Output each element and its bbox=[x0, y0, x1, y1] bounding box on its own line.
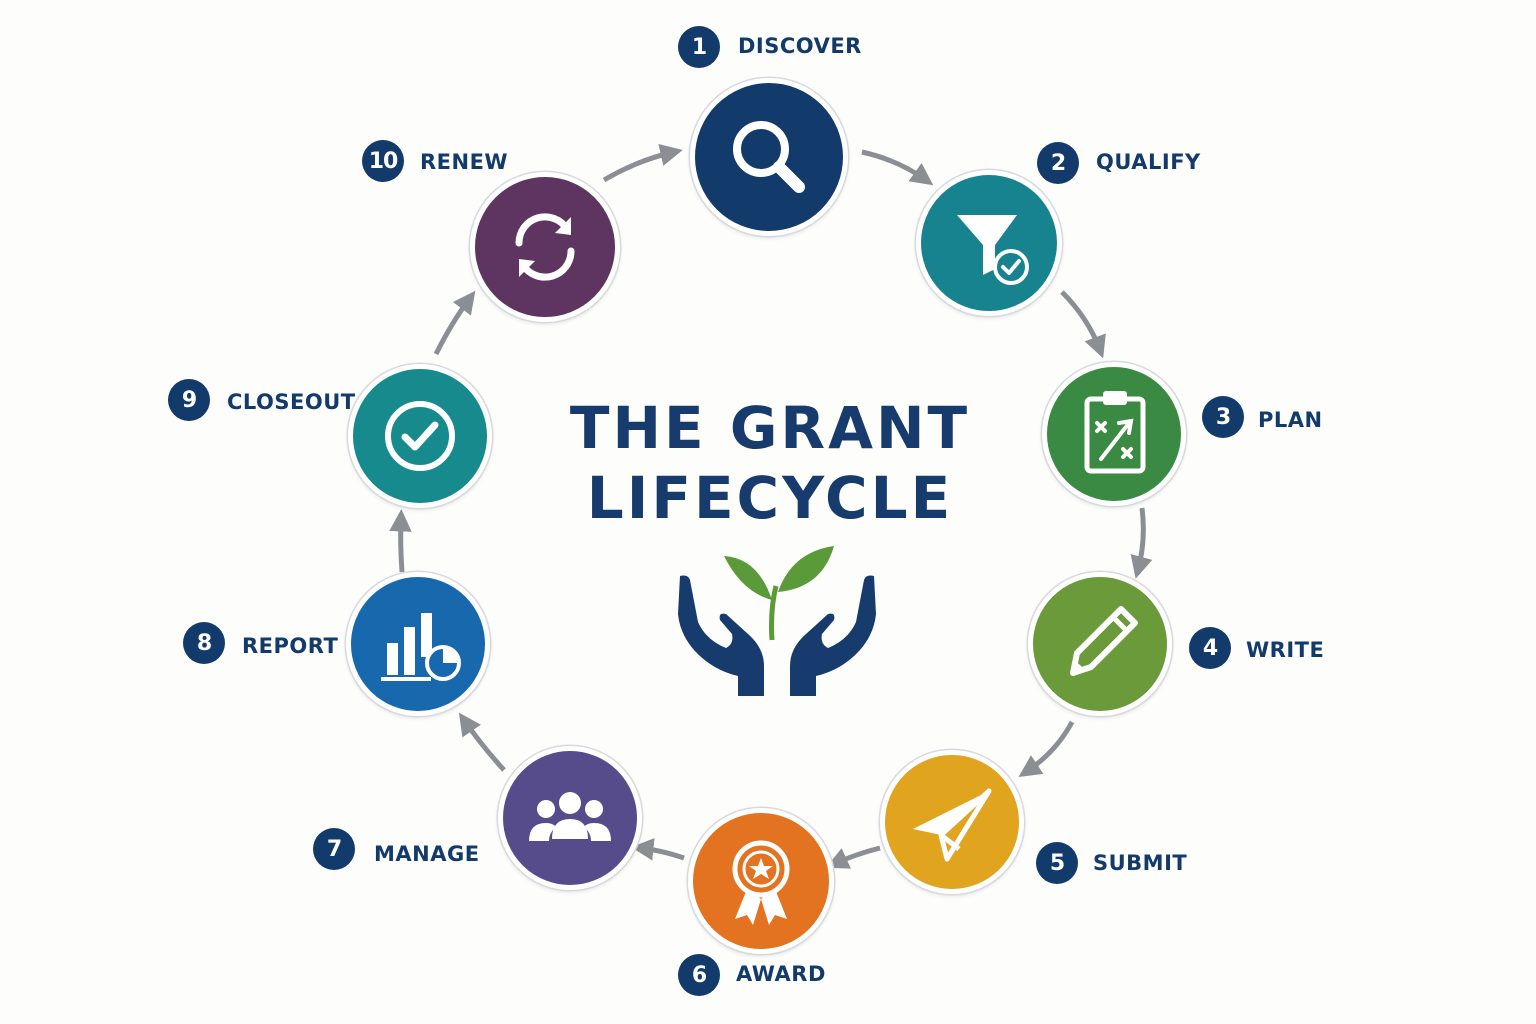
title-line-2: LIFECYCLE bbox=[586, 464, 954, 532]
step-submit[interactable] bbox=[880, 750, 1024, 894]
step-number-6: 6 bbox=[678, 954, 720, 996]
award-ribbon-icon bbox=[732, 840, 790, 925]
step-label-discover: DISCOVER bbox=[738, 34, 862, 58]
step-manage[interactable] bbox=[498, 746, 642, 890]
step-number-5: 5 bbox=[1036, 842, 1078, 884]
pencil-icon bbox=[1070, 606, 1138, 676]
step-label-report: REPORT bbox=[242, 634, 339, 658]
step-label-write: WRITE bbox=[1246, 638, 1325, 662]
funnel-check-icon bbox=[957, 215, 1029, 285]
arrow-closeout-to-renew bbox=[433, 290, 476, 356]
step-plan[interactable] bbox=[1042, 362, 1186, 506]
refresh-icon bbox=[515, 213, 575, 281]
step-number-4: 4 bbox=[1189, 627, 1231, 669]
hands-seedling-icon bbox=[678, 546, 876, 696]
step-number-2: 2 bbox=[1037, 142, 1079, 184]
step-write[interactable] bbox=[1028, 572, 1172, 716]
step-label-award: AWARD bbox=[736, 962, 826, 986]
step-number-9: 9 bbox=[168, 379, 210, 421]
step-closeout[interactable] bbox=[348, 364, 492, 508]
step-number-1: 1 bbox=[678, 26, 720, 68]
bar-pie-chart-icon bbox=[381, 613, 461, 681]
clipboard-strategy-icon bbox=[1084, 391, 1146, 474]
step-label-plan: PLAN bbox=[1258, 408, 1323, 432]
step-renew[interactable] bbox=[470, 172, 620, 322]
step-qualify[interactable] bbox=[916, 170, 1062, 316]
step-number-7: 7 bbox=[313, 828, 355, 870]
step-label-submit: SUBMIT bbox=[1093, 851, 1188, 875]
magnifier-icon bbox=[733, 121, 805, 193]
paper-plane-icon bbox=[913, 788, 992, 862]
step-number-8: 8 bbox=[183, 622, 225, 664]
step-label-renew: RENEW bbox=[420, 150, 509, 174]
step-award[interactable] bbox=[688, 808, 834, 954]
step-number-10: 10 bbox=[362, 140, 404, 182]
check-circle-icon bbox=[385, 401, 455, 471]
title-line-1: THE GRANT bbox=[569, 394, 971, 462]
arrow-manage-to-report bbox=[458, 712, 506, 772]
diagram-title: THE GRANT LIFECYCLE bbox=[520, 393, 1020, 533]
arrow-qualify-to-plan bbox=[1060, 290, 1106, 359]
step-report[interactable] bbox=[346, 572, 490, 716]
team-icon bbox=[529, 792, 611, 841]
arrow-renew-to-discover bbox=[602, 143, 683, 183]
step-number-3: 3 bbox=[1202, 396, 1244, 438]
arrow-write-to-submit bbox=[1018, 720, 1075, 777]
arrow-discover-to-qualify bbox=[861, 149, 934, 186]
arrow-award-to-manage bbox=[631, 838, 685, 861]
arrow-submit-to-award bbox=[825, 845, 881, 869]
step-label-qualify: QUALIFY bbox=[1096, 150, 1201, 174]
step-label-closeout: CLOSEOUT bbox=[227, 390, 356, 414]
step-discover[interactable] bbox=[690, 78, 848, 236]
arrow-plan-to-write bbox=[1130, 507, 1153, 579]
step-label-manage: MANAGE bbox=[374, 842, 480, 866]
arrow-report-to-closeout bbox=[389, 509, 412, 573]
